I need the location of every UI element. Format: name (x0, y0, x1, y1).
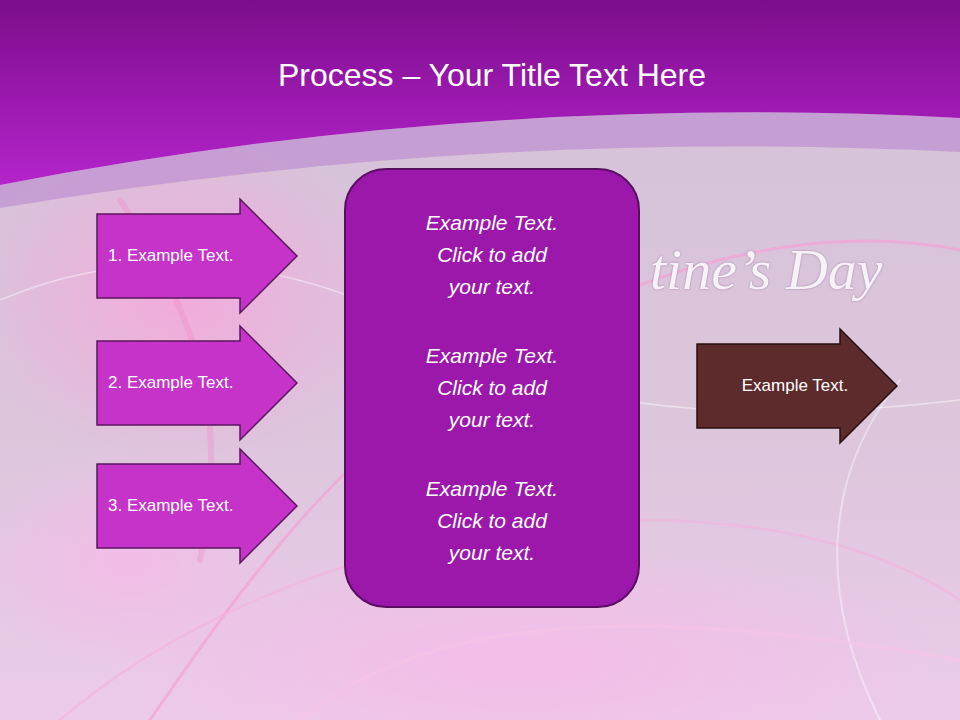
arrow-label: 2. Example Text. (108, 372, 233, 394)
box-text: Example Text. Click to add your text. (420, 340, 565, 436)
arrow-shape (97, 199, 297, 313)
box-text: Example Text. Click to add your text. (420, 473, 565, 569)
arrow-label: 1. Example Text. (108, 245, 233, 267)
process-box: Example Text. Click to add your text. Exa… (344, 168, 640, 608)
arrow-box: 1. Example Text. (96, 198, 298, 314)
title-band (0, 0, 960, 185)
arrow-label: Example Text. (742, 375, 848, 397)
arrow-box: 3. Example Text. (96, 448, 298, 564)
arrow-shape (97, 449, 297, 563)
arrow-shape (697, 329, 897, 443)
slide-title: Process – Your Title Text Here (24, 52, 960, 98)
arrow-box: Example Text. (696, 328, 898, 444)
arrow-label: 3. Example Text. (108, 495, 233, 517)
arrow-box: 2. Example Text. (96, 325, 298, 441)
box-text: Example Text. Click to add your text. (420, 207, 565, 303)
arrow-shape (97, 326, 297, 440)
watermark: tine’s Day (650, 236, 883, 303)
